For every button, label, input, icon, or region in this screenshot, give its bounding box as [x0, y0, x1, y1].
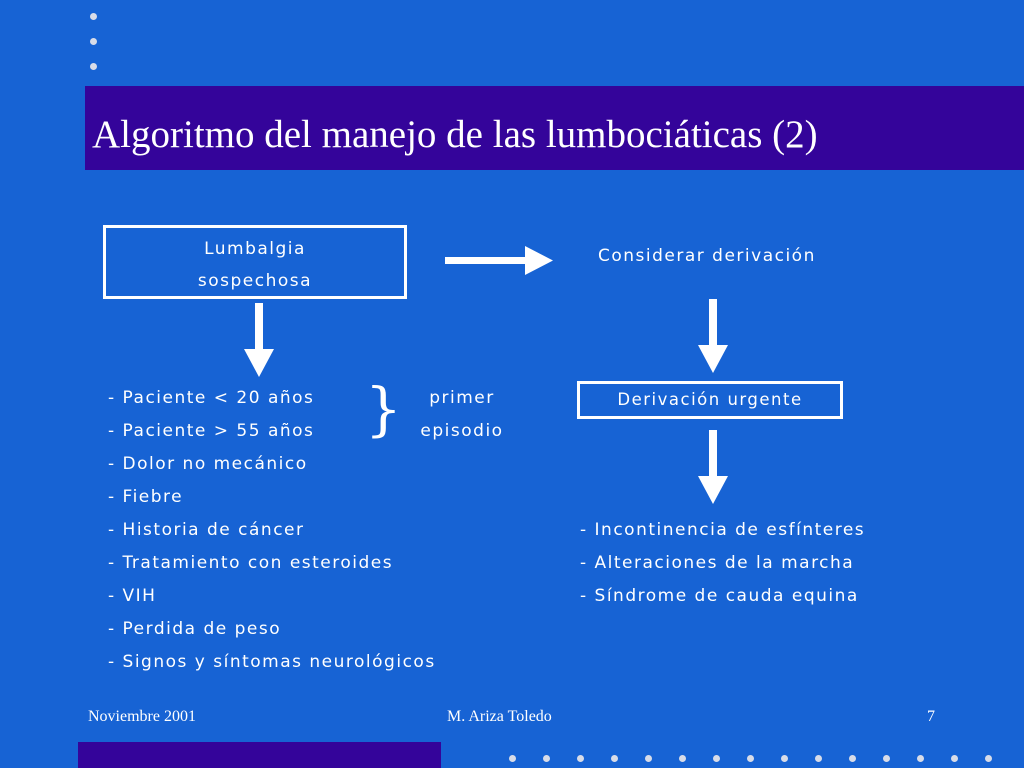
down-arrow-left — [244, 303, 274, 377]
decor-dot — [645, 755, 652, 762]
curly-brace: } — [365, 375, 402, 443]
left-criteria-list: - Paciente < 20 años - Paciente > 55 año… — [108, 386, 436, 683]
decor-dot — [713, 755, 720, 762]
decor-dot — [951, 755, 958, 762]
decor-dot — [543, 755, 550, 762]
brace-note-line2: episodio — [420, 421, 504, 441]
footer-author: M. Ariza Toledo — [447, 708, 552, 725]
list-item: - Historia de cáncer — [108, 520, 305, 540]
decor-dot — [917, 755, 924, 762]
decor-dot — [815, 755, 822, 762]
slide-title: Algoritmo del manejo de las lumbociática… — [92, 113, 818, 156]
list-item: - Síndrome de cauda equina — [580, 586, 859, 606]
urgent-referral-box: Derivación urgente — [577, 381, 843, 419]
start-box-line1: Lumbalgia — [204, 239, 306, 259]
decor-dot — [577, 755, 584, 762]
list-item: - Perdida de peso — [108, 619, 282, 639]
decor-dot — [509, 755, 516, 762]
down-arrow-right-top — [698, 299, 728, 373]
list-item: - Signos y síntomas neurológicos — [108, 652, 436, 672]
decor-dot — [781, 755, 788, 762]
list-item: - Paciente > 55 años — [108, 421, 315, 441]
decor-dot — [985, 755, 992, 762]
consider-referral-label: Considerar derivación — [598, 246, 816, 266]
list-item: - Tratamiento con esteroides — [108, 553, 394, 573]
list-item: - Alteraciones de la marcha — [580, 553, 855, 573]
decor-dot — [611, 755, 618, 762]
brace-note-line1: primer — [429, 388, 495, 408]
decor-dot — [90, 63, 97, 70]
start-box-line2: sospechosa — [197, 271, 313, 291]
list-item: - Paciente < 20 años — [108, 388, 315, 408]
list-item: - Dolor no mecánico — [108, 454, 308, 474]
decor-dot — [883, 755, 890, 762]
footer-date: Noviembre 2001 — [88, 708, 196, 725]
down-arrow-right-bottom — [698, 430, 728, 504]
list-item: - VIH — [108, 586, 157, 606]
decor-dot — [747, 755, 754, 762]
decor-dot — [90, 38, 97, 45]
title-bar — [85, 86, 1024, 170]
list-item: - Fiebre — [108, 487, 184, 507]
right-criteria-list: - Incontinencia de esfínteres - Alteraci… — [580, 518, 865, 617]
decor-dot — [849, 755, 856, 762]
right-arrow — [445, 246, 553, 275]
decor-dot — [90, 13, 97, 20]
start-box: Lumbalgia sospechosa — [103, 225, 407, 299]
footer-bar — [78, 742, 441, 768]
footer-page-number: 7 — [927, 708, 935, 725]
list-item: - Incontinencia de esfínteres — [580, 520, 866, 540]
decor-dot — [679, 755, 686, 762]
brace-note: primer episodio — [410, 386, 514, 452]
